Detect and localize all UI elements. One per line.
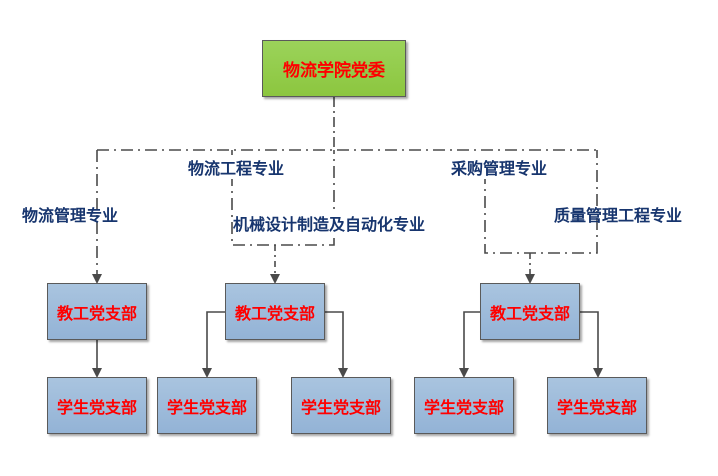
- major-logistics-management: 物流管理专业: [22, 206, 119, 225]
- branch-connector: [325, 311, 344, 370]
- branch-connector: [463, 311, 480, 370]
- faculty-branch-label: 教工党支部: [56, 303, 137, 323]
- faculty-branch-label: 教工党支部: [234, 303, 315, 323]
- arrow-head-icon: [202, 368, 212, 378]
- major-logistics-engineering: 物流工程专业: [188, 155, 285, 179]
- logistics-eng-group-line: [231, 150, 335, 246]
- major-quality-engineering: 质量管理工程专业: [554, 206, 683, 225]
- student-branch-node: 学生党支部: [157, 377, 257, 434]
- major-mechanical-design: 机械设计制造及自动化专业: [233, 211, 426, 235]
- party-committee-label: 物流学院党委: [283, 61, 385, 81]
- student-branch-label: 学生党支部: [166, 397, 247, 417]
- student-branch-label: 学生党支部: [300, 397, 381, 417]
- party-committee-node: 物流学院党委: [262, 40, 406, 97]
- arrow-head-icon: [525, 274, 535, 284]
- student-branch-node: 学生党支部: [47, 377, 147, 434]
- student-branch-label: 学生党支部: [56, 397, 137, 417]
- student-branch-label: 学生党支部: [556, 397, 637, 417]
- branch-connector: [206, 311, 225, 370]
- faculty-branch-label: 教工党支部: [489, 303, 570, 323]
- arrow-head-icon: [338, 368, 348, 378]
- student-branch-node: 学生党支部: [291, 377, 391, 434]
- arrow-head-icon: [593, 368, 603, 378]
- major-procurement-management: 采购管理专业: [451, 155, 548, 179]
- student-branch-label: 学生党支部: [423, 397, 504, 417]
- faculty-branch-node: 教工党支部: [225, 283, 325, 340]
- faculty-branch-node: 教工党支部: [47, 283, 147, 340]
- arrow-head-icon: [92, 368, 102, 378]
- branch-connector: [580, 311, 599, 370]
- student-branch-node: 学生党支部: [547, 377, 647, 434]
- arrow-head-icon: [270, 274, 280, 284]
- arrow-head-icon: [459, 368, 469, 378]
- faculty-branch-node: 教工党支部: [480, 283, 580, 340]
- student-branch-node: 学生党支部: [414, 377, 514, 434]
- arrow-head-icon: [92, 274, 102, 284]
- procurement-group-line: [484, 150, 598, 254]
